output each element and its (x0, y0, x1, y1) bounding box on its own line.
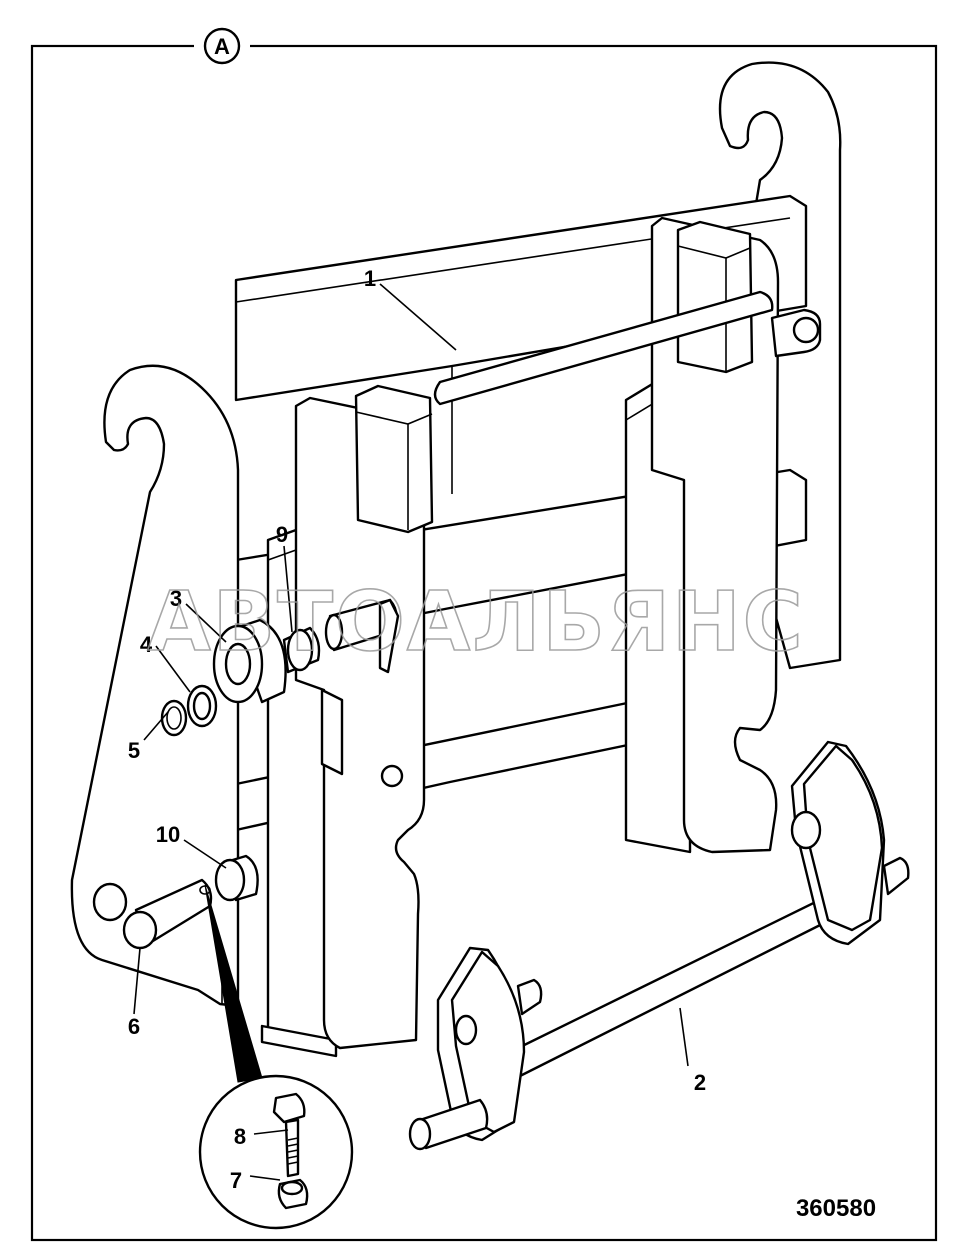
diagram-frame (30, 44, 938, 1242)
callout-labels: 1 2 3 4 5 6 7 8 9 10 (128, 266, 706, 1193)
main-frame-assembly (234, 61, 842, 854)
callout-4: 4 (140, 632, 153, 657)
callout-8: 8 (234, 1124, 246, 1149)
left-top-block (354, 384, 434, 534)
callout-9: 9 (276, 522, 288, 547)
left-pin (324, 598, 400, 674)
pin-9 (282, 626, 321, 674)
watermark-text: АВТОАЛЬЯНС (147, 575, 805, 670)
callout-2: 2 (694, 1070, 706, 1095)
axle-assembly-2 (408, 740, 910, 1151)
left-hook-plate (70, 364, 240, 1008)
callout-6: 6 (128, 1014, 140, 1039)
leader-lines (133, 283, 689, 1181)
detail-inset (198, 884, 354, 1230)
view-marker: A (194, 27, 250, 65)
bushing-3 (212, 618, 287, 704)
callout-3: 3 (170, 586, 182, 611)
washer-4 (186, 684, 218, 728)
figure-number: 360580 (796, 1195, 876, 1222)
spacer-10 (214, 854, 259, 902)
circlip-5 (160, 699, 188, 737)
callout-5: 5 (128, 738, 140, 763)
callout-1: 1 (364, 266, 376, 291)
callout-10: 10 (156, 822, 180, 847)
view-marker-label: A (214, 34, 230, 59)
callout-7: 7 (230, 1168, 242, 1193)
